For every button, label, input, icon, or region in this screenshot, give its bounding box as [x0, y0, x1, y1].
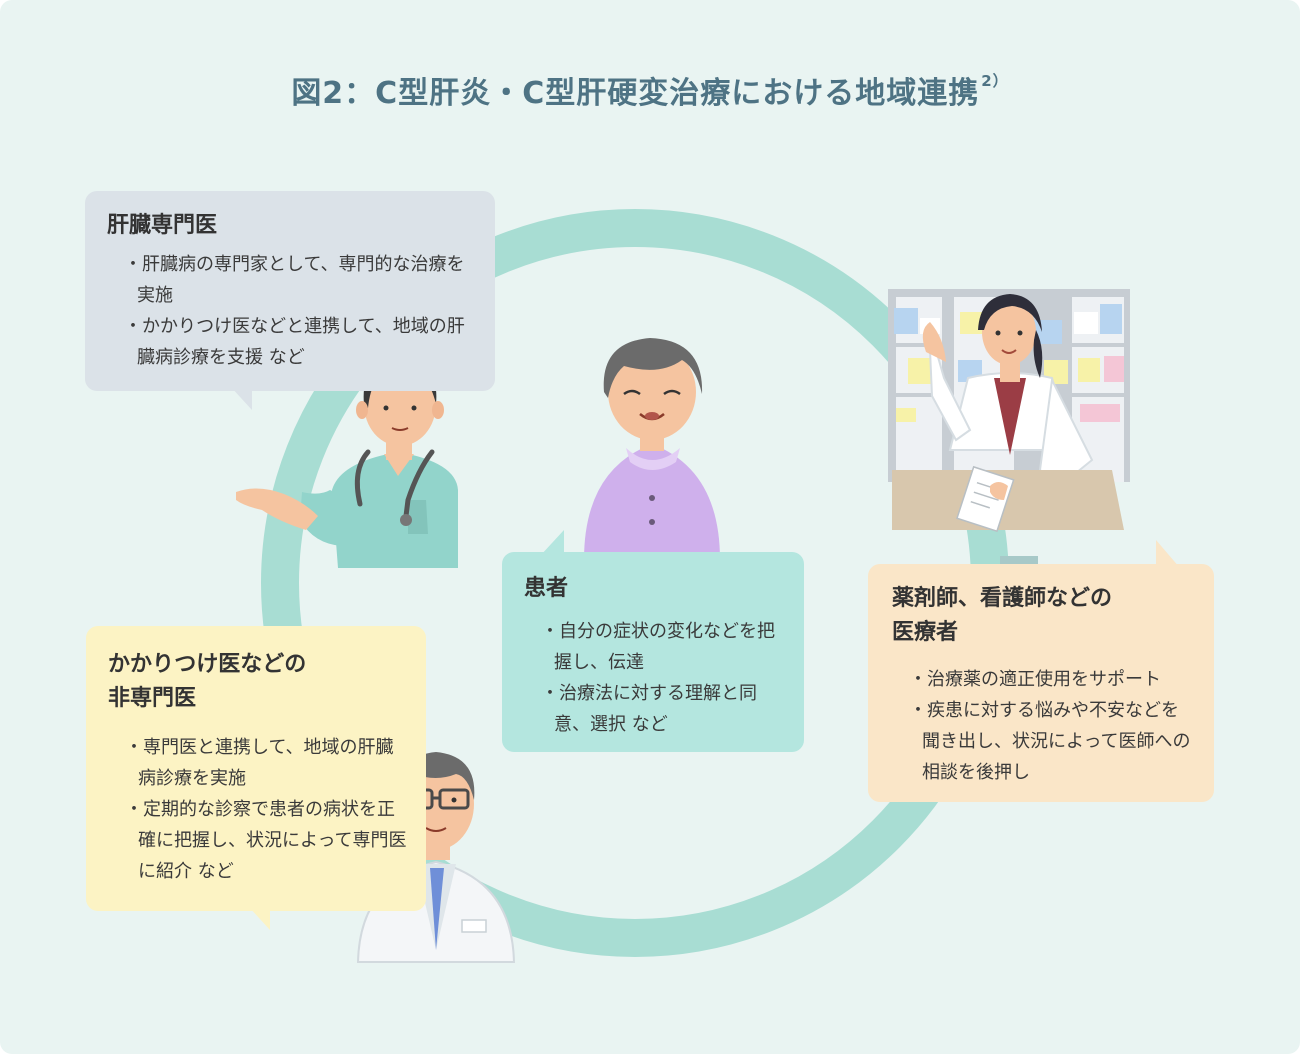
gp-item: 専門医と連携して、地域の肝臓病診療を実施	[108, 732, 408, 794]
specialist-item: 肝臓病の専門家として、専門的な治療を実施	[107, 249, 475, 311]
pharmacist-item: 疾患に対する悩みや不安などを聞き出し、状況によって医師への相談を後押し	[892, 695, 1196, 788]
specialist-heading: 肝臓専門医	[107, 213, 218, 238]
patient-item: 治療法に対する理解と同意、選択 など	[524, 678, 784, 740]
patient-bubble: 患者 自分の症状の変化などを把握し、伝達 治療法に対する理解と同意、選択 など	[502, 552, 804, 752]
gp-list: 専門医と連携して、地域の肝臓病診療を実施 定期的な診察で患者の病状を正確に把握し…	[108, 732, 408, 887]
pharmacist-illustration	[888, 289, 1130, 568]
pharmacist-list: 治療薬の適正使用をサポート 疾患に対する悩みや不安などを聞き出し、状況によって医…	[892, 664, 1196, 788]
title-reference: 2）	[981, 72, 1009, 90]
specialist-list: 肝臓病の専門家として、専門的な治療を実施 かかりつけ医などと連携して、地域の肝臓…	[107, 249, 475, 373]
title-text: 図2：C型肝炎・C型肝硬変治療における地域連携	[291, 76, 980, 111]
gp-heading-line: かかりつけ医などの	[108, 652, 307, 677]
pharmacist-heading-line: 医療者	[892, 620, 959, 645]
gp-heading-line: 非専門医	[108, 686, 197, 711]
pharmacist-item: 治療薬の適正使用をサポート	[892, 664, 1196, 695]
patient-item: 自分の症状の変化などを把握し、伝達	[524, 616, 784, 678]
pharmacist-heading: 薬剤師、看護師などの医療者	[892, 582, 1196, 650]
patient-bubble-tail	[540, 530, 564, 556]
specialist-bubble: 肝臓専門医 肝臓病の専門家として、専門的な治療を実施 かかりつけ医などと連携して…	[85, 191, 495, 391]
specialist-bubble-tail	[230, 386, 252, 410]
gp-heading: かかりつけ医などの非専門医	[108, 648, 408, 716]
pharmacist-heading-line: 薬剤師、看護師などの	[892, 586, 1113, 611]
patient-list: 自分の症状の変化などを把握し、伝達 治療法に対する理解と同意、選択 など	[524, 616, 784, 740]
patient-heading: 患者	[524, 576, 569, 601]
gp-item: 定期的な診察で患者の病状を正確に把握し、状況によって専門医に紹介 など	[108, 794, 408, 887]
pharmacist-bubble-tail	[1156, 540, 1180, 568]
patient-illustration	[584, 338, 720, 560]
specialist-item: かかりつけ医などと連携して、地域の肝臓病診療を支援 など	[107, 311, 475, 373]
gp-bubble-tail	[248, 906, 270, 930]
